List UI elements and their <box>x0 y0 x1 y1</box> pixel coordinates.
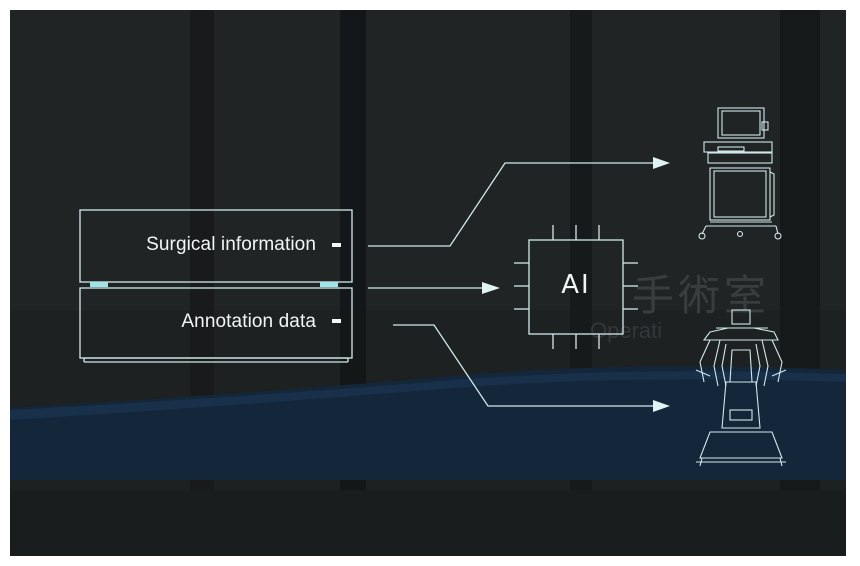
sign-cjk-text: 手術室 <box>632 271 771 320</box>
label-surgical-information: Surgical information <box>146 234 316 255</box>
label-annotation-data: Annotation data <box>181 311 316 332</box>
sign-english-text: Operati <box>590 318 663 343</box>
marker-surgical <box>332 243 341 247</box>
connector-tab-right <box>320 282 338 287</box>
chip-pins <box>514 225 638 349</box>
ai-label: AI <box>561 270 591 300</box>
arrowhead-robot <box>653 400 670 412</box>
marker-annotation <box>332 319 341 323</box>
surgical-robot-icon <box>695 309 787 467</box>
connector-tab-left <box>90 282 108 287</box>
arrowhead-cart <box>653 157 670 169</box>
arrow-to-robot <box>393 324 658 407</box>
video-frame: 手術室 Operati <box>10 10 846 556</box>
room-background <box>10 10 846 556</box>
ultrasound-cart-icon <box>698 107 782 240</box>
diagram-graphics <box>79 107 787 467</box>
arrow-to-cart <box>368 162 658 247</box>
box-surgical-information <box>79 209 353 283</box>
arrowhead-ai <box>482 282 500 294</box>
